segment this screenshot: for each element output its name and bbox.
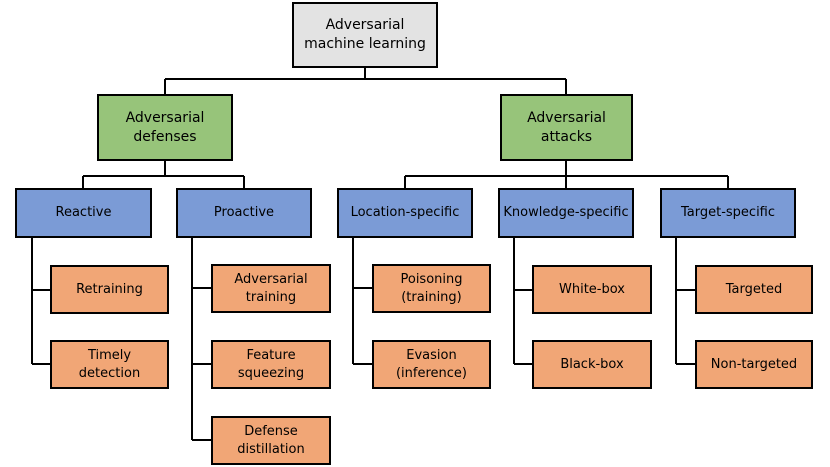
white-box-node: White-box	[532, 265, 652, 314]
root-node: Adversarial machine learning	[292, 2, 438, 68]
reactive-node: Reactive	[15, 188, 152, 238]
poisoning-node: Poisoning (training)	[372, 264, 491, 313]
retraining-node: Retraining	[50, 265, 169, 314]
targeted-node: Targeted	[695, 265, 813, 314]
location-specific-node: Location-specific	[337, 188, 473, 238]
defense-distillation-node: Defense distillation	[211, 416, 331, 465]
black-box-node: Black-box	[532, 340, 652, 389]
knowledge-specific-node: Knowledge-specific	[498, 188, 634, 238]
attacks-node: Adversarial attacks	[500, 94, 633, 161]
defenses-node: Adversarial defenses	[97, 94, 233, 161]
non-targeted-node: Non-targeted	[695, 340, 813, 389]
proactive-node: Proactive	[176, 188, 312, 238]
feature-squeezing-node: Feature squeezing	[211, 340, 331, 389]
timely-detection-node: Timely detection	[50, 340, 169, 389]
adversarial-training-node: Adversarial training	[211, 264, 331, 313]
target-specific-node: Target-specific	[660, 188, 796, 238]
evasion-node: Evasion (inference)	[372, 340, 491, 389]
